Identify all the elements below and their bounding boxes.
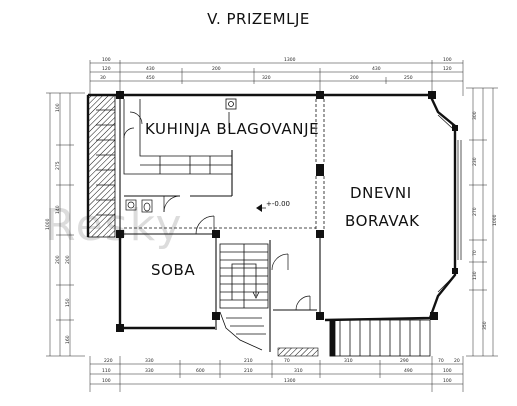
door-swings <box>123 111 311 311</box>
level-marker: +-0.00 <box>256 200 290 212</box>
dim-label: 140 <box>55 205 61 214</box>
dim-label: 320 <box>262 75 271 81</box>
dim-label: 330 <box>145 358 154 364</box>
dim-label: 200 <box>55 255 61 264</box>
dim-label: 430 <box>146 66 155 72</box>
bottom-dimension-lines <box>89 356 464 392</box>
top-dimension-labels: 100 1300 100 120 430 200 430 120 30 450 … <box>100 57 452 81</box>
left-dimension-lines <box>46 92 85 357</box>
dim-label: 275 <box>55 161 61 170</box>
dim-label: 200 <box>350 75 359 81</box>
dim-label: 130 <box>472 271 478 280</box>
dim-label: 210 <box>244 358 253 364</box>
room-label-kitchen-dining: KUHINJA BLAGOVANJE <box>145 120 319 138</box>
dim-label: 100 <box>443 368 452 374</box>
dim-label: 1300 <box>284 378 296 384</box>
dim-label: 290 <box>400 358 409 364</box>
dim-label: 110 <box>102 368 111 374</box>
room-label-living-line2: BORAVAK <box>345 212 420 230</box>
hatched-wall-section <box>87 94 116 238</box>
bottom-dimension-labels: 220 330 210 70 310 290 70 20 110 330 600… <box>102 358 460 384</box>
dim-label: 200 <box>65 255 71 264</box>
right-dimension-lines <box>466 87 498 357</box>
dim-label: 1000 <box>45 218 51 230</box>
room-label-bedroom: SOBA <box>151 261 195 279</box>
dim-label: 1300 <box>284 57 296 63</box>
dim-label: 350 <box>482 321 488 330</box>
dim-label: 210 <box>244 368 253 374</box>
dim-label: 310 <box>344 358 353 364</box>
room-label-living-line1: DNEVNI <box>350 184 412 202</box>
level-marker-label: +-0.00 <box>266 200 290 208</box>
dim-label: 100 <box>102 57 111 63</box>
dim-label: 200 <box>212 66 221 72</box>
dim-label: 300 <box>472 111 478 120</box>
dim-label: 310 <box>294 368 303 374</box>
dim-label: 70 <box>472 250 478 256</box>
dim-label: 100 <box>102 378 111 384</box>
kitchen-counter <box>123 98 237 175</box>
dim-label: 160 <box>65 335 71 344</box>
dim-label: 100 <box>443 57 452 63</box>
dim-label: 450 <box>146 75 155 81</box>
structural-columns <box>116 91 458 332</box>
right-dimension-labels: 1000 300 230 270 70 130 350 <box>472 111 498 330</box>
bay-windows <box>437 114 462 293</box>
top-dimension-lines <box>89 60 464 96</box>
dim-label: 230 <box>472 157 478 166</box>
dim-label: 270 <box>472 207 478 216</box>
interior-walls <box>119 99 321 352</box>
dim-label: 70 <box>284 358 290 364</box>
dim-label: 490 <box>404 368 413 374</box>
plan-title: V. PRIZEMLJE <box>207 10 310 28</box>
dim-label: 250 <box>404 75 413 81</box>
dashed-beam-lines <box>124 99 325 230</box>
left-dimension-labels: 1000 100 275 140 200 200 150 160 <box>45 103 71 344</box>
dim-label: 120 <box>102 66 111 72</box>
dim-label: 70 <box>438 358 444 364</box>
hatched-threshold <box>277 347 319 357</box>
dim-label: 150 <box>65 298 71 307</box>
dim-label: 430 <box>372 66 381 72</box>
central-staircase <box>219 243 269 351</box>
dim-label: 600 <box>196 368 205 374</box>
bathroom-fixtures <box>125 199 153 213</box>
dim-label: 20 <box>454 358 460 364</box>
dim-label: 1000 <box>492 214 498 226</box>
dim-label: 100 <box>55 103 61 112</box>
entrance-steps <box>329 319 431 357</box>
dim-label: 330 <box>145 368 154 374</box>
dim-label: 30 <box>100 75 106 81</box>
dim-label: 120 <box>443 66 452 72</box>
dim-label: 220 <box>104 358 113 364</box>
stair-left <box>96 109 115 216</box>
dim-label: 100 <box>443 378 452 384</box>
